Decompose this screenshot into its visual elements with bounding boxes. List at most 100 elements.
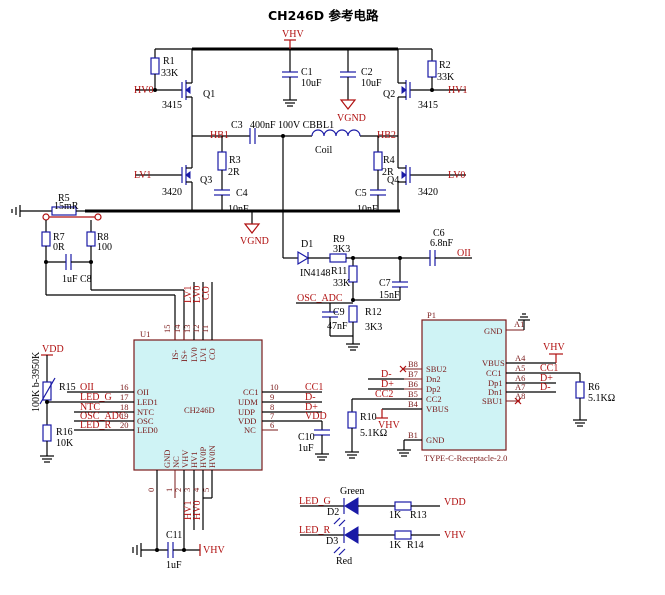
lv0-label: LV0	[448, 170, 465, 181]
resistor-r7: R7 0R	[41, 220, 65, 295]
c1-ref: C1	[301, 67, 313, 78]
c3-ref: C3	[231, 120, 243, 131]
vhv-label-top: VHV	[282, 29, 304, 40]
osc-adc-label: OSC_ADC	[297, 293, 343, 304]
c10-ref: C10	[298, 432, 315, 443]
p1-right-net-cc1: CC1	[540, 363, 558, 374]
u1-right-net-dplus: D+	[305, 402, 318, 413]
vhv-label-p1-left: VHV	[378, 420, 400, 431]
u1-pin-7-name: VDD	[238, 416, 256, 426]
p1-b6-num: B6	[408, 379, 418, 389]
r14-ref: R14	[407, 540, 424, 551]
svg-text:LV0: LV0	[189, 347, 199, 362]
r8-value: 100	[97, 242, 112, 253]
r9-value: 3K3	[333, 244, 350, 255]
q1-ref: Q1	[203, 89, 215, 100]
svg-text:14: 14	[172, 324, 182, 333]
schematic-title: CH246D 参考电路	[268, 8, 379, 23]
u1-right-net-vdd: VDD	[305, 411, 327, 422]
c3-value: 400nF 100V CBB	[250, 120, 323, 131]
p1-a7-name: Dn1	[488, 387, 503, 397]
u1-pin-16-name: OII	[137, 387, 149, 397]
r5-ref: R5	[58, 193, 70, 204]
resistor-r1: R1 33K	[150, 48, 192, 90]
p1-right-net-dplus: D+	[540, 373, 553, 384]
vhv-label-led: VHV	[444, 530, 466, 541]
u1-pin-18-name: NTC	[137, 407, 154, 417]
chip-u1: U1 CH246D	[133, 329, 263, 471]
p1-a6-num: A6	[515, 373, 525, 383]
r10-value: 5.1KΩ	[360, 428, 387, 439]
u1-name: CH246D	[184, 405, 215, 415]
p1-a1: A1	[514, 319, 524, 329]
d1-value: IN4148	[300, 268, 331, 279]
capacitor-c6: C6 6.8nF OII	[429, 228, 472, 266]
resistor-r8: R8 100	[86, 220, 112, 290]
svg-text:13: 13	[182, 325, 192, 334]
c9-ref: C9	[333, 307, 345, 318]
capacitor-c2: C2 10uF VGND	[337, 49, 382, 124]
r3-ref: R3	[229, 155, 241, 166]
p1-b5-num: B5	[408, 389, 418, 399]
resistor-r16: R16 10K	[40, 424, 74, 463]
u1-pin-11: 11 CO	[200, 282, 217, 360]
r7-value: 0R	[53, 242, 65, 253]
resistor-r5: R5 15mR	[11, 193, 102, 221]
vgnd-label-c2: VGND	[337, 113, 366, 124]
p1-a8-name: SBU1	[482, 396, 503, 406]
resistor-r9: R9 3K3	[329, 234, 430, 263]
u1-left-net-led-g: LED_G	[80, 392, 112, 403]
p1-a5-num: A5	[515, 363, 525, 373]
p1-right-pins: VBUS A4 CC1 A5 Dp1 A6 Dn1 A7 SBU1 A8 CC1…	[482, 342, 615, 427]
svg-text:HV0P: HV0P	[198, 446, 208, 468]
c10-value: 1uF	[298, 443, 314, 454]
u1-pin-10-name: CC1	[243, 387, 259, 397]
svg-text:11: 11	[200, 325, 210, 333]
r2-ref: R2	[439, 60, 451, 71]
r2-value: 33K	[437, 72, 455, 83]
capacitor-c10: C10 1uF	[298, 421, 330, 461]
r9-ref: R9	[333, 234, 345, 245]
u1-pin-12: 12 LV1	[191, 282, 208, 362]
p1-b7-num: B7	[408, 369, 418, 379]
vdd-label-led: VDD	[444, 497, 466, 508]
p1-name: TYPE-C-Receptacle-2.0	[424, 453, 507, 463]
u1-pin-20-num: 20	[120, 420, 129, 430]
p1-a5-name: CC1	[486, 368, 502, 378]
r3-value: 2R	[228, 167, 240, 178]
p1-a6-name: Dp1	[488, 378, 503, 388]
p1-ref: P1	[427, 310, 436, 320]
r14-value: 1K	[389, 540, 402, 551]
r4-ref: R4	[383, 155, 395, 166]
c8-value: 1uF	[62, 274, 78, 285]
u1-left-net-ntc: NTC	[80, 402, 100, 413]
p1-b4-name: VBUS	[426, 404, 449, 414]
u1-right-net-cc1: CC1	[305, 382, 323, 393]
d1-ref: D1	[301, 239, 313, 250]
l1-ref: L1	[323, 120, 334, 131]
u1-pin-7-num: 7	[270, 411, 274, 421]
resistor-r3: R3 2R	[217, 136, 241, 190]
c6-ref: C6	[433, 228, 445, 239]
mosfet-q3: LV1 Q3 3420	[134, 136, 212, 211]
c7-ref: C7	[379, 278, 391, 289]
svg-text:12: 12	[191, 325, 201, 334]
led-r-label: LED_R	[299, 525, 330, 536]
hv0-label: HV0	[134, 85, 153, 96]
inductor-l1: L1 Coil	[311, 120, 361, 156]
svg-text:5: 5	[201, 488, 211, 492]
p1-b4-num: B4	[408, 399, 419, 409]
p1-net-cc2: CC2	[375, 389, 393, 400]
q4-ref: Q4	[387, 175, 399, 186]
mosfet-q2: HV1 Q2 3415	[383, 49, 467, 136]
svg-text:NC: NC	[171, 456, 181, 468]
svg-text:3: 3	[182, 488, 192, 492]
c11-ref: C11	[166, 530, 182, 541]
p1-a8-num: A8	[515, 391, 525, 401]
led-d3: LED_R VHV D3 Red 1K R14	[299, 525, 466, 567]
u1-bottom-net-hv1: HV1	[183, 501, 194, 520]
r1-ref: R1	[163, 56, 175, 67]
u1-pin-14: 14 IS+	[172, 324, 189, 362]
u1-pin-20-name: LED0	[137, 425, 158, 435]
